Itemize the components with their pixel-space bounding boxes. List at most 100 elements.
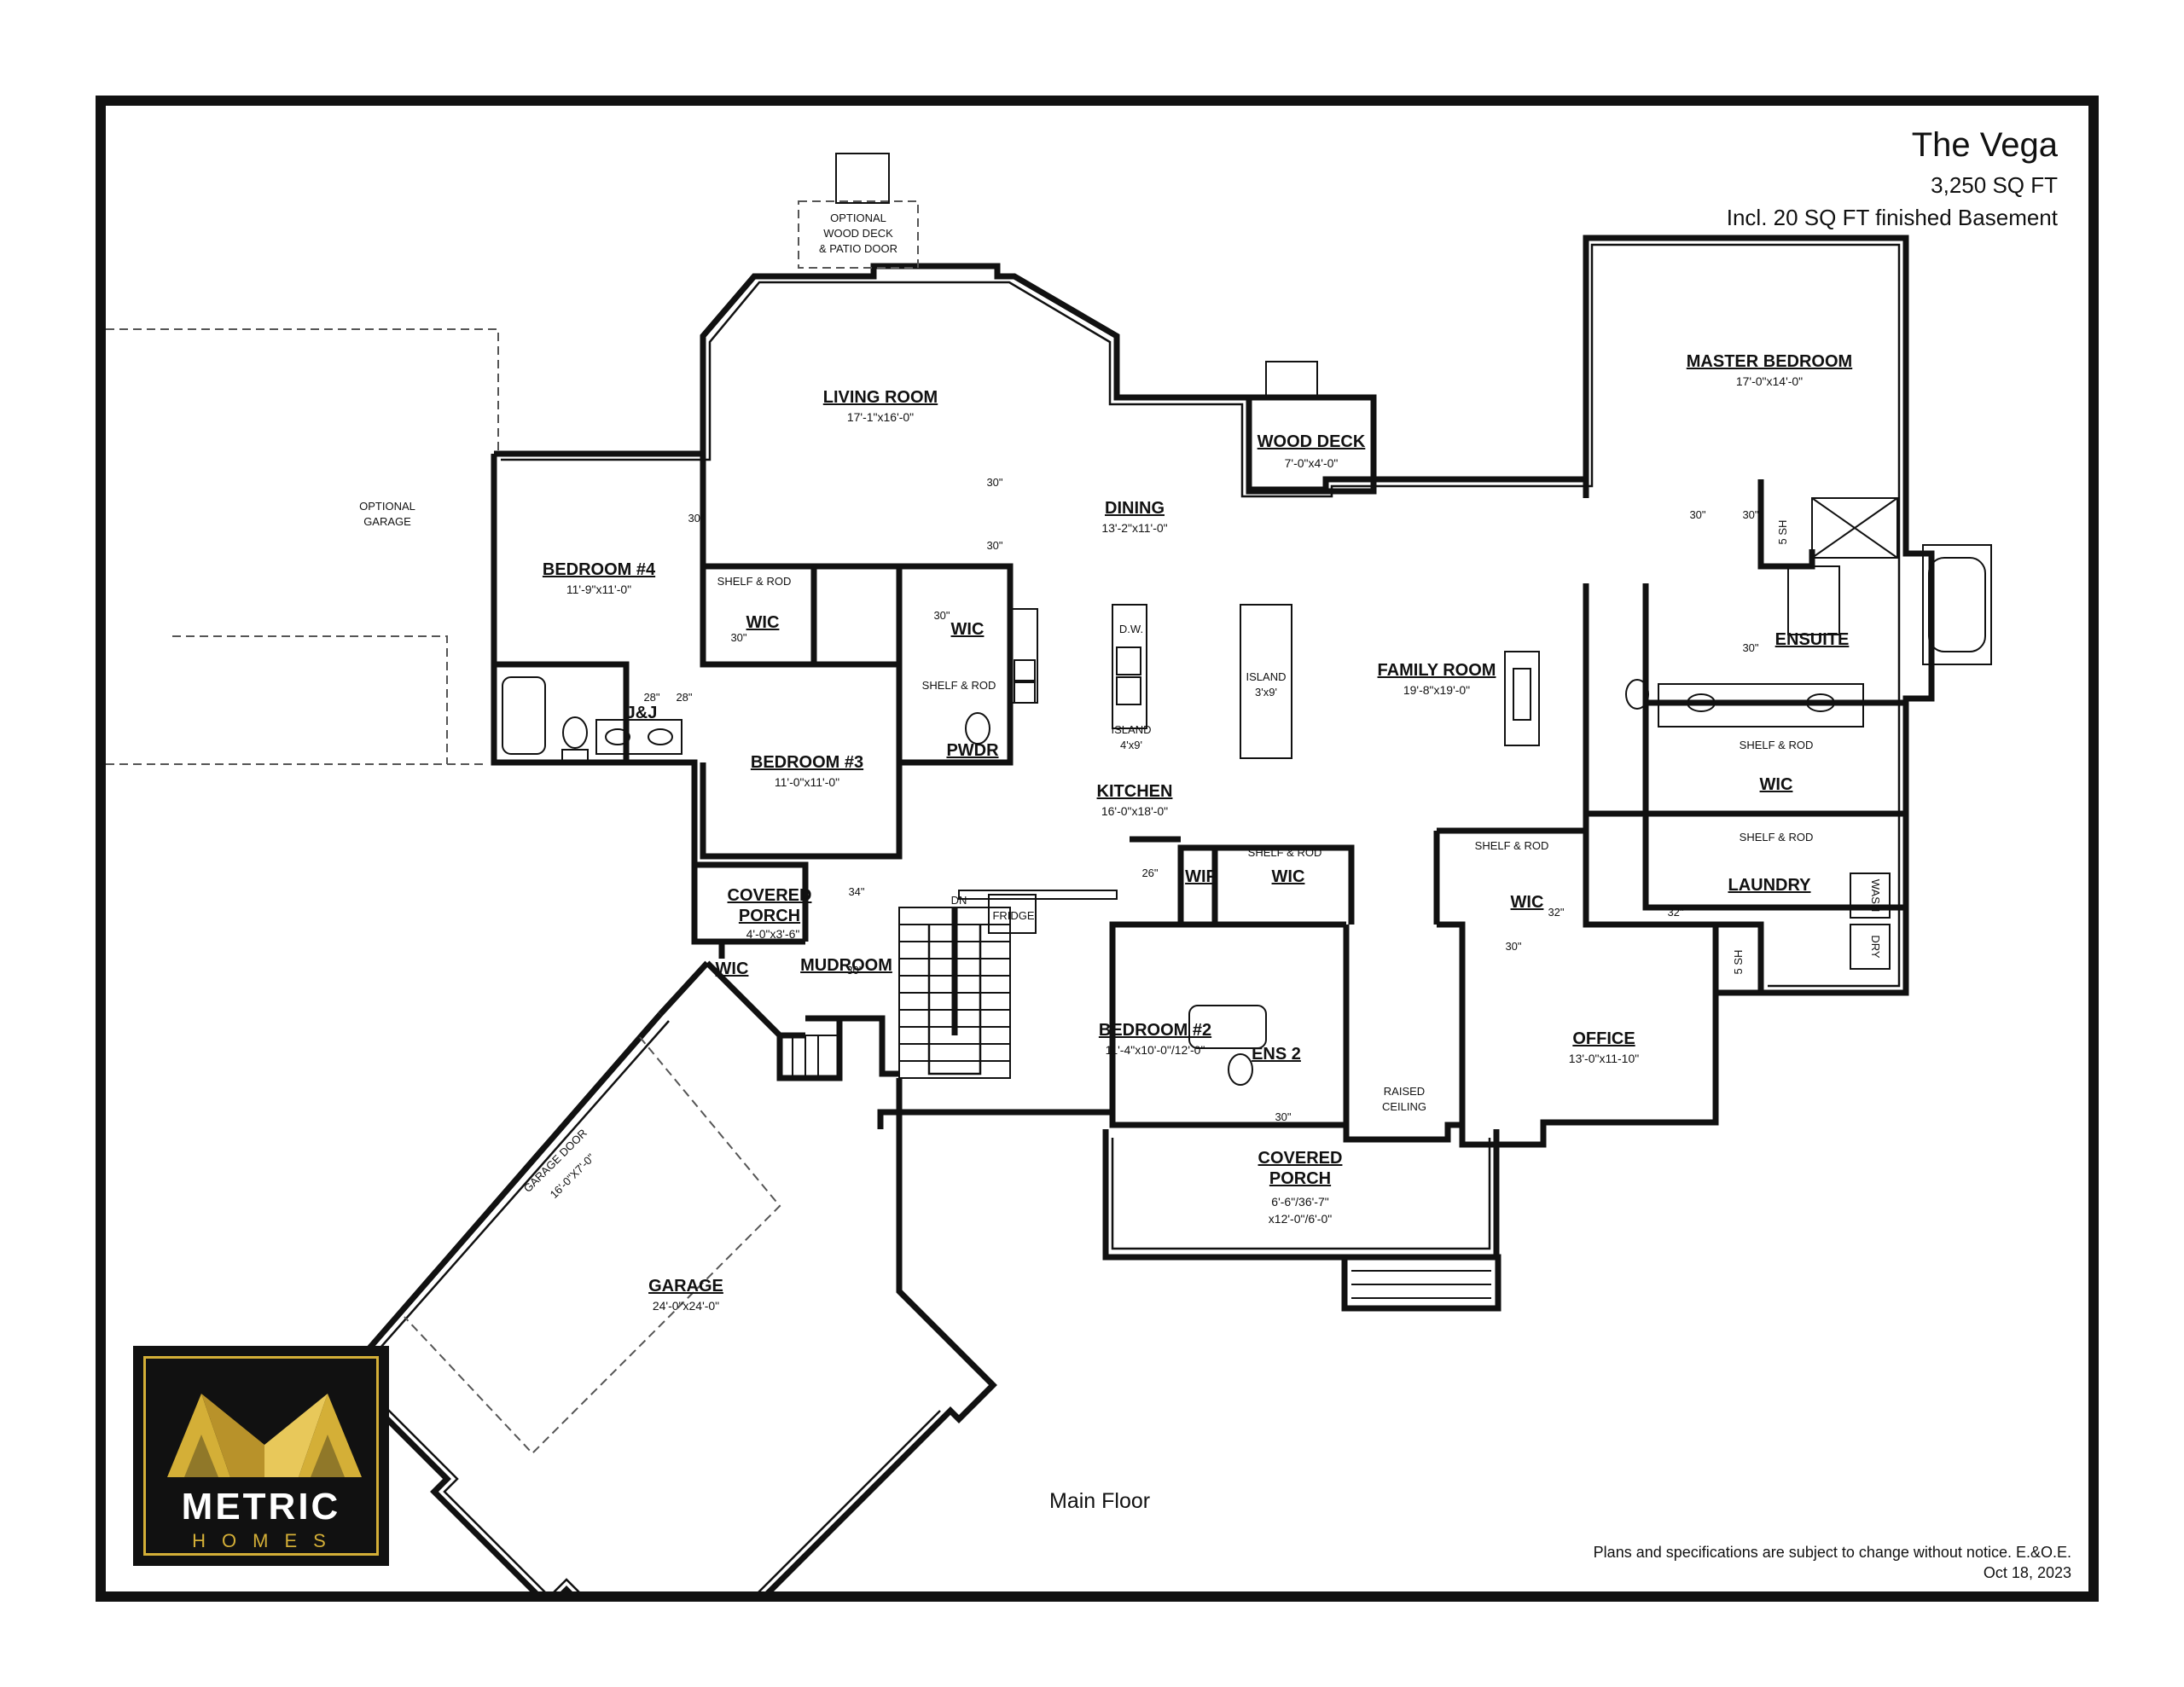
wic-label-bed2: WIC	[1272, 867, 1305, 886]
door-28-a: 28"	[643, 691, 659, 704]
front-porch-dims-1: 6'-6"/36'-7"	[1271, 1195, 1328, 1209]
garage-label: GARAGE	[648, 1277, 723, 1296]
living-room-dims: 17'-1"x16'-0"	[847, 410, 914, 424]
basement-note: Incl. 20 SQ FT finished Basement	[1726, 205, 2058, 230]
door-30-mudroom: 30"	[846, 964, 863, 977]
door-30-master-a: 30"	[1689, 508, 1705, 521]
island-a-label: ISLAND	[1112, 723, 1152, 736]
wood-deck: WOOD DECK 7'-0"x4'-0"	[1246, 361, 1377, 495]
door-30-living-2: 30"	[986, 476, 1002, 489]
raised-ceiling-label-1: RAISED	[1384, 1085, 1425, 1098]
door-30-ensuite: 30"	[1742, 641, 1758, 654]
front-porch-label-2: PORCH	[1269, 1169, 1331, 1188]
wic-label-bed3: WIC	[951, 620, 985, 639]
ens2-label: ENS 2	[1252, 1045, 1301, 1064]
bedroom4-dims: 11'-9"x11'-0"	[566, 583, 631, 596]
door-30-master-b: 30"	[1742, 508, 1758, 521]
kitchen-label: KITCHEN	[1097, 782, 1173, 801]
shelf-rod-label-bed3: SHELF & ROD	[922, 679, 996, 692]
island-b-label: ISLAND	[1246, 670, 1287, 683]
door-30-living-3: 30"	[986, 539, 1002, 552]
family-room-dims: 19'-8"x19'-0"	[1403, 683, 1470, 697]
bedroom2-label: BEDROOM #2	[1099, 1021, 1211, 1040]
door-34-porch: 34"	[848, 885, 864, 898]
front-covered-porch: COVERED PORCH 6'-6"/36'-7" x12'-0"/6'-0"	[1102, 1129, 1502, 1312]
logo-sub-text: HOMES	[192, 1530, 342, 1551]
room-labels: LIVING ROOM 17'-1"x16'-0" DINING 13'-2"x…	[543, 352, 1852, 1065]
garage-dims: 24'-0"x24'-0"	[653, 1299, 719, 1313]
master-bedroom-label: MASTER BEDROOM	[1687, 352, 1852, 371]
shelf-rod-label-master-2: SHELF & ROD	[1740, 831, 1814, 844]
square-footage: 3,250 SQ FT	[1931, 172, 2058, 198]
office-label: OFFICE	[1572, 1029, 1635, 1048]
door-28-b: 28"	[676, 691, 692, 704]
metric-homes-logo: METRIC HOMES	[133, 1346, 389, 1566]
island-b-dims: 3'x9'	[1255, 686, 1277, 699]
wip-label: WIP	[1185, 867, 1217, 886]
shower-label-laundry: 5 SH	[1732, 950, 1745, 975]
wic-label-master: WIC	[1760, 775, 1793, 794]
small-labels: WIC SHELF & ROD WIC SHELF & ROD J&J PWDR…	[626, 520, 1882, 1113]
mudroom-label: MUDROOM	[800, 956, 892, 975]
floor-plan: OPTIONAL GARAGE OPTIONAL WOOD DECK & PAT…	[106, 153, 1992, 1591]
wic-label-office: WIC	[1511, 893, 1544, 912]
drawing-frame: OPTIONAL GARAGE OPTIONAL WOOD DECK & PAT…	[96, 96, 2099, 1602]
wood-deck-label: WOOD DECK	[1258, 432, 1366, 451]
front-porch-label-1: COVERED	[1258, 1149, 1343, 1168]
optional-garage-label-2: GARAGE	[363, 515, 411, 528]
island-a-dims: 4'x9'	[1120, 739, 1142, 751]
bedroom3-dims: 11'-0"x11'-0"	[775, 775, 839, 789]
bedroom4-label: BEDROOM #4	[543, 560, 656, 579]
door-30-living: 30"	[688, 512, 704, 525]
optional-garage: OPTIONAL GARAGE	[106, 328, 499, 765]
dry-label: DRY	[1869, 935, 1882, 959]
door-30-office: 30"	[1505, 940, 1521, 953]
shelf-rod-label-bed2: SHELF & ROD	[1248, 846, 1322, 859]
shelf-rod-label-bed4: SHELF & ROD	[717, 575, 792, 588]
fridge-label: FRIDGE	[992, 909, 1034, 922]
logo-mark-icon	[167, 1394, 362, 1477]
living-room-label: LIVING ROOM	[823, 388, 938, 407]
disclaimer-date: Oct 18, 2023	[1983, 1564, 2071, 1581]
front-porch-dims-2: x12'-0"/6'-0"	[1269, 1212, 1332, 1226]
door-30-bed3-wic: 30"	[933, 609, 950, 622]
side-porch-label-1: COVERED	[728, 886, 812, 905]
dining-label: DINING	[1105, 499, 1165, 518]
door-32-a: 32"	[1548, 906, 1564, 919]
fixtures	[502, 497, 1992, 1086]
shelf-rod-label-office: SHELF & ROD	[1475, 839, 1549, 852]
pwdr-label: PWDR	[946, 741, 999, 760]
dn-label: DN	[951, 894, 967, 907]
wash-label: WASH	[1869, 879, 1882, 913]
bedroom2-dims: 11'-4"x10'-0"/12'-0"	[1106, 1043, 1205, 1057]
dw-label: D.W.	[1119, 623, 1143, 635]
door-30-ens2: 30"	[1275, 1110, 1291, 1123]
bedroom3-label: BEDROOM #3	[751, 753, 863, 772]
logo-brand-text: METRIC	[181, 1486, 341, 1528]
door-26-wip: 26"	[1141, 867, 1158, 879]
interior-walls	[494, 454, 1906, 1125]
door-30-bed4-wic: 30"	[730, 631, 746, 644]
exterior-walls	[491, 235, 1935, 1148]
wood-deck-dims: 7'-0"x4'-0"	[1285, 456, 1339, 470]
shelf-rod-label-master-1: SHELF & ROD	[1740, 739, 1814, 751]
garage: GARAGE DOOR 16'-0"X7'-0" GARAGE 24'-0"x2…	[340, 1012, 997, 1591]
kitchen-dims: 16'-0"x18'-0"	[1101, 804, 1168, 818]
jj-label: J&J	[626, 704, 658, 722]
side-porch-label-2: PORCH	[739, 907, 800, 925]
family-room-label: FAMILY ROOM	[1378, 661, 1496, 680]
opt-deck-label-1: OPTIONAL	[830, 212, 886, 224]
side-porch-dims: 4'-0"x3'-6"	[746, 927, 800, 941]
floor-label: Main Floor	[1049, 1489, 1151, 1513]
laundry-label: LAUNDRY	[1728, 876, 1811, 895]
optional-garage-label-1: OPTIONAL	[359, 500, 415, 513]
wic-label-bed4: WIC	[746, 613, 780, 632]
opt-deck-label-2: WOOD DECK	[823, 227, 893, 240]
ensuite-label: ENSUITE	[1775, 630, 1850, 649]
shower-label-ensuite: 5 SH	[1776, 520, 1789, 545]
model-name: The Vega	[1911, 126, 2058, 164]
disclaimer: Plans and specifications are subject to …	[1594, 1542, 2071, 1583]
raised-ceiling-label-2: CEILING	[1382, 1100, 1426, 1113]
disclaimer-line-1: Plans and specifications are subject to …	[1593, 1544, 2071, 1561]
master-bedroom-dims: 17'-0"x14'-0"	[1736, 374, 1803, 388]
